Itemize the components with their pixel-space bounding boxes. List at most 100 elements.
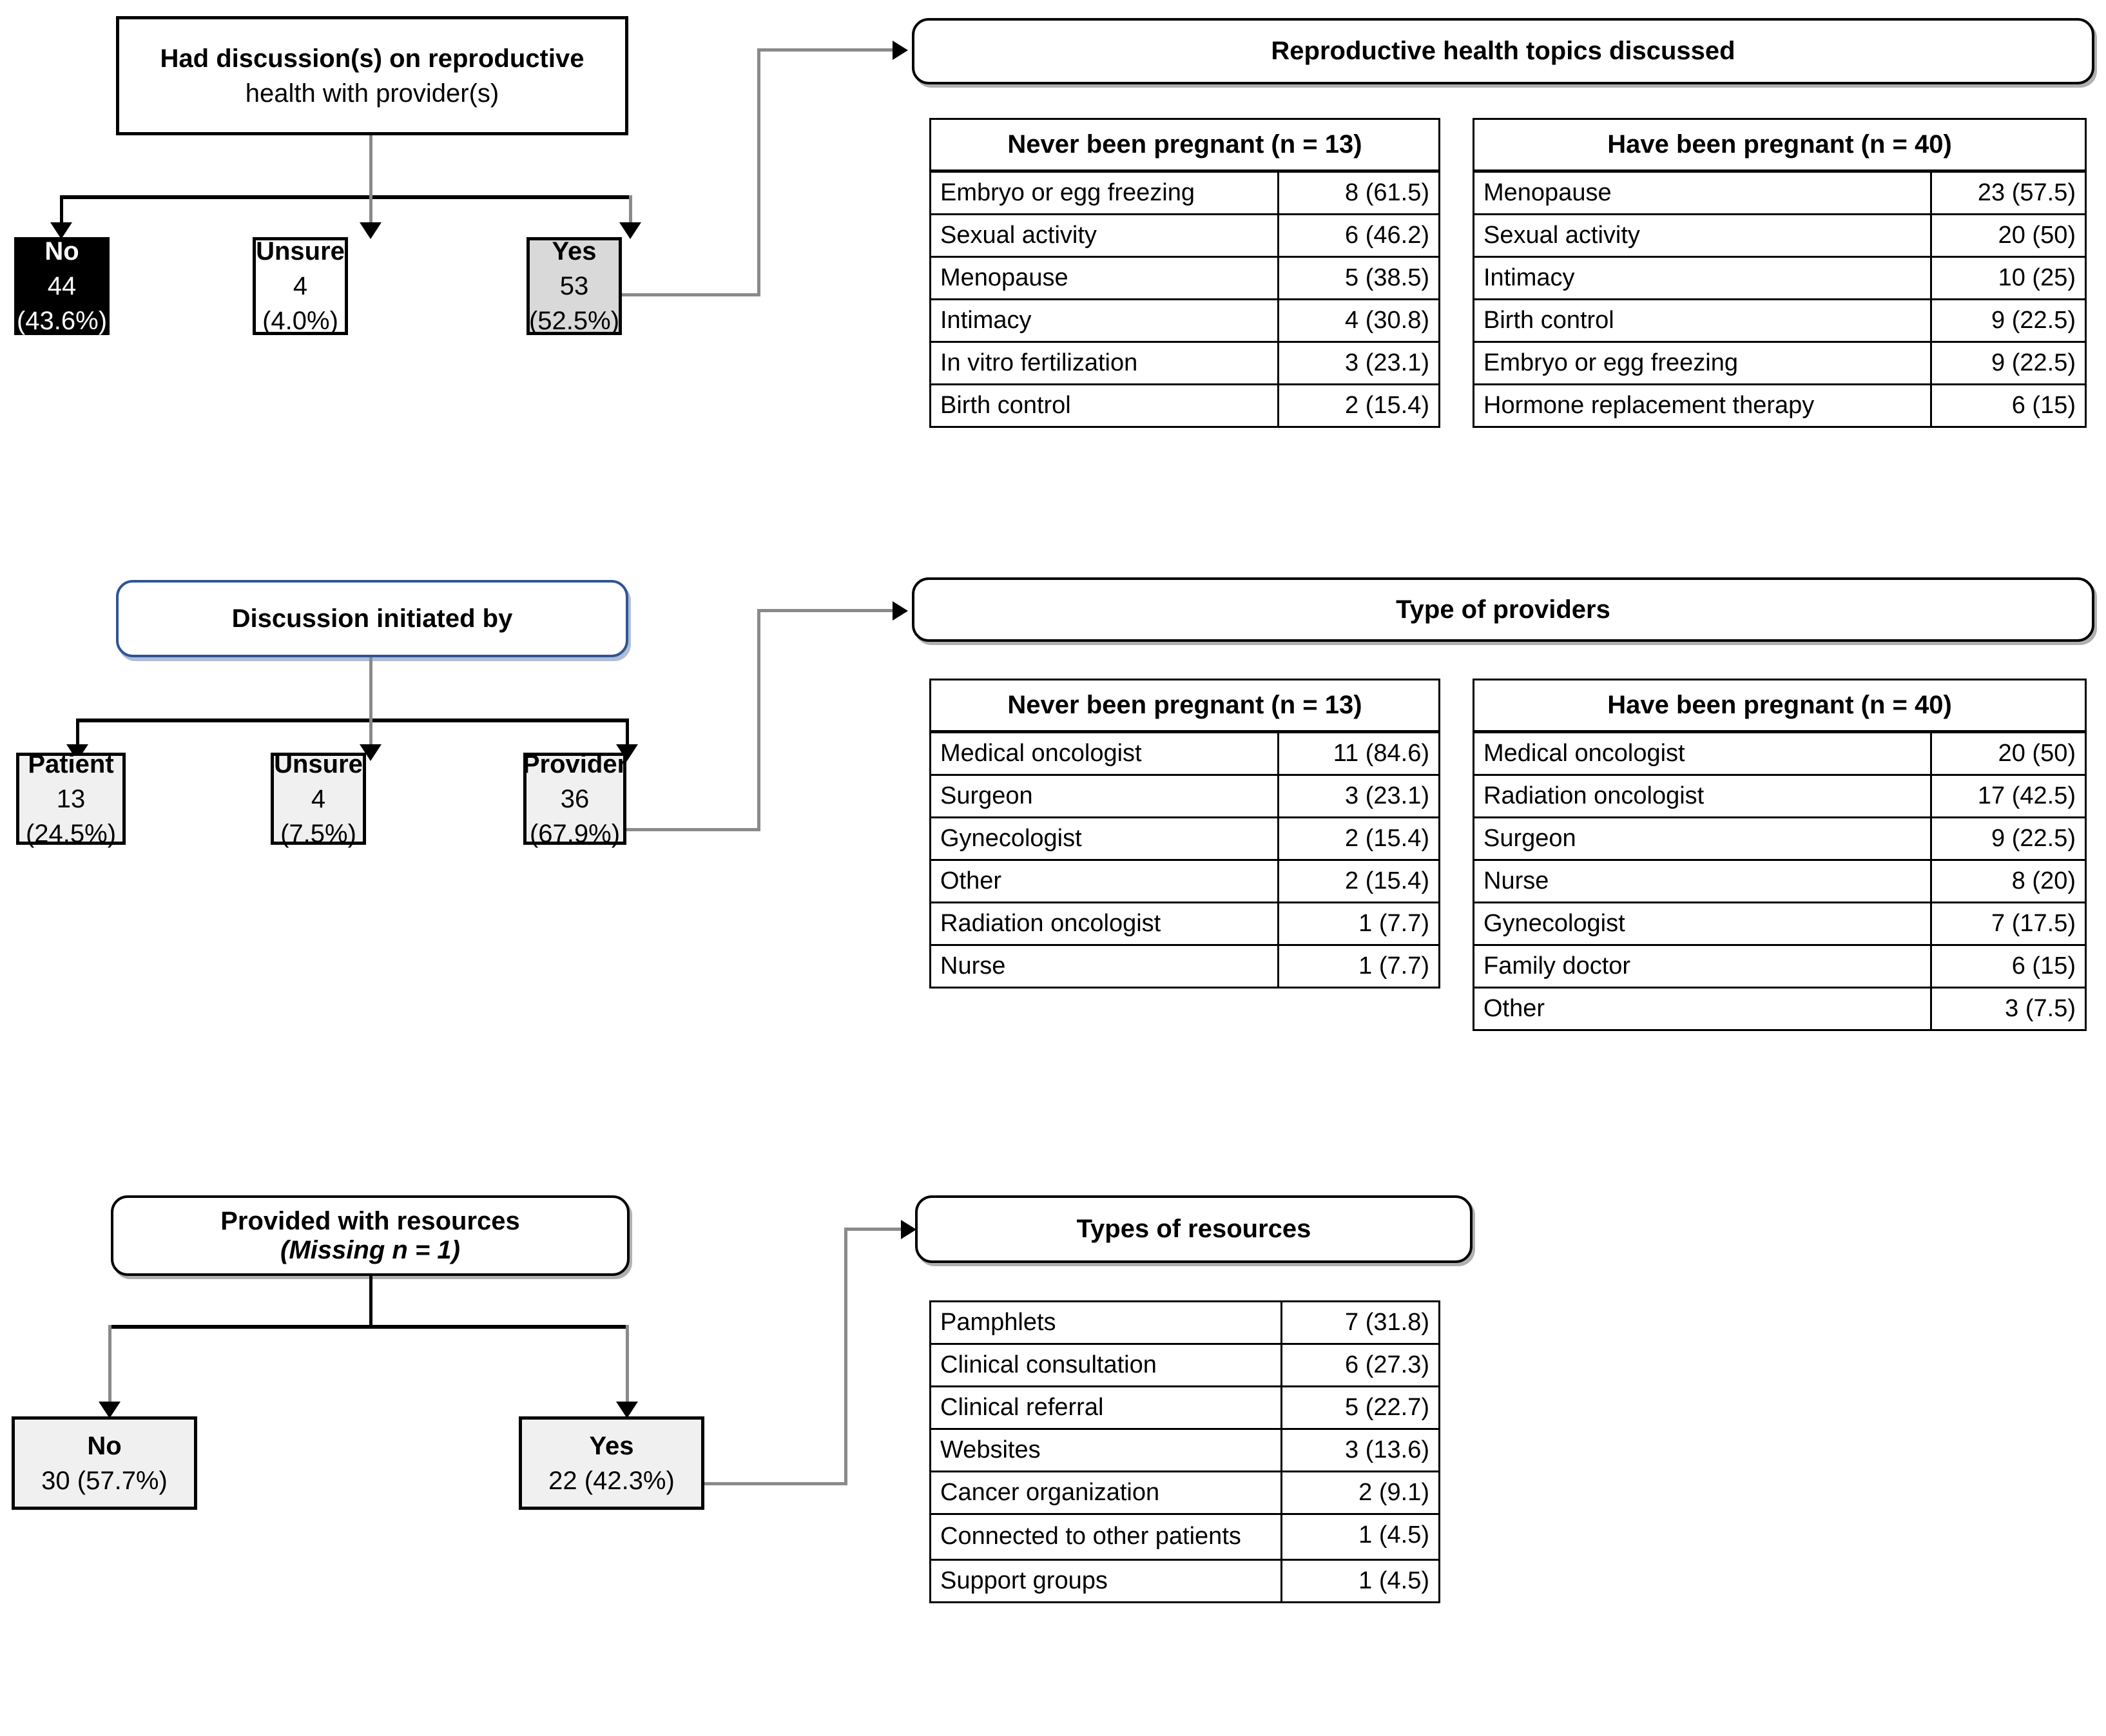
row-value: 2 (15.4) <box>1277 859 1440 903</box>
row-value: 6 (15) <box>1930 383 2087 428</box>
row-value: 2 (15.4) <box>1277 816 1440 861</box>
table-header: Never been pregnant (n = 13) <box>929 118 1440 173</box>
outcome-node-s1-unsure[interactable]: Unsure 4 (4.0%) <box>253 237 348 335</box>
row-label: Medical oncologist <box>1473 731 1932 776</box>
outcome-value: 53 (52.5%) <box>528 272 620 335</box>
row-value: 4 (30.8) <box>1277 298 1440 343</box>
table-header: Have been pregnant (n = 40) <box>1473 679 2087 733</box>
connector-drop-s3-yes <box>626 1325 629 1409</box>
root-node-line1: Provided with resources <box>220 1206 520 1235</box>
row-value: 1 (4.5) <box>1280 1513 1440 1561</box>
row-label: Gynecologist <box>929 816 1279 861</box>
row-label: Embryo or egg freezing <box>929 170 1279 215</box>
arrowhead-s2-banner <box>893 601 908 621</box>
row-value: 9 (22.5) <box>1930 298 2087 343</box>
row-value: 9 (22.5) <box>1930 341 2087 385</box>
row-value: 6 (15) <box>1930 944 2087 989</box>
outcome-node-s2-provider[interactable]: Provider 36 (67.9%) <box>523 750 627 848</box>
banner-label: Types of resources <box>1076 1215 1311 1243</box>
row-label: Medical oncologist <box>929 731 1279 776</box>
outcome-value: 44 (43.6%) <box>16 272 108 335</box>
row-value: 20 (50) <box>1930 213 2087 258</box>
row-label: Other <box>929 859 1279 903</box>
row-label: Cancer organization <box>929 1471 1282 1515</box>
row-value: 3 (13.6) <box>1280 1428 1440 1472</box>
row-label: Surgeon <box>1473 816 1932 861</box>
outcome-node-s2-unsure[interactable]: Unsure 4 (7.5%) <box>271 750 366 848</box>
table-s2-have-pregnant: Have been pregnant (n = 40) Medical onco… <box>1473 679 2087 1031</box>
row-label: Sexual activity <box>929 213 1279 258</box>
banner-reproductive-health-topics[interactable]: Reproductive health topics discussed <box>912 18 2094 84</box>
connector-drop-s1-unsure <box>369 195 372 231</box>
root-node-provided-with-resources[interactable]: Provided with resources (Missing n = 1) <box>111 1195 630 1276</box>
row-label: Gynecologist <box>1473 902 1932 946</box>
row-label: Support groups <box>929 1558 1282 1603</box>
connector-drop-s1-no <box>60 195 63 231</box>
row-label: Clinical consultation <box>929 1343 1282 1387</box>
outcome-node-s3-yes[interactable]: Yes 22 (42.3%) <box>519 1416 704 1510</box>
row-value: 3 (23.1) <box>1277 774 1440 818</box>
row-label: Radiation oncologist <box>1473 774 1932 818</box>
row-value: 6 (46.2) <box>1277 213 1440 258</box>
outcome-node-s1-yes[interactable]: Yes 53 (52.5%) <box>526 237 622 335</box>
outcome-label: Unsure <box>274 749 363 778</box>
outcome-label: No <box>87 1431 122 1460</box>
outcome-value: 22 (42.3%) <box>548 1466 675 1495</box>
root-node-reproductive-health-discussion[interactable]: Had discussion(s) on reproductive health… <box>116 16 628 135</box>
connector-bus-s1 <box>60 195 632 199</box>
row-label: Sexual activity <box>1473 213 1932 258</box>
row-label: Menopause <box>1473 170 1932 215</box>
row-label: Surgeon <box>929 774 1279 818</box>
row-label: Intimacy <box>929 298 1279 343</box>
arrowhead-s1-unsure <box>360 222 382 239</box>
root-node-discussion-initiated-by[interactable]: Discussion initiated by <box>116 580 628 657</box>
outcome-node-s3-no[interactable]: No 30 (57.7%) <box>12 1416 197 1510</box>
row-label: Other <box>1473 987 1932 1031</box>
row-value: 20 (50) <box>1930 731 2087 776</box>
outcome-value: 4 (4.0%) <box>262 272 338 335</box>
connector-drop-s2-patient <box>76 719 79 752</box>
row-label: Pamphlets <box>929 1300 1282 1345</box>
row-value: 23 (57.5) <box>1930 170 2087 215</box>
row-value: 3 (23.1) <box>1277 341 1440 385</box>
connector-elbow-h1-s2 <box>626 828 760 831</box>
row-label: Birth control <box>1473 298 1932 343</box>
row-label: Birth control <box>929 383 1279 428</box>
outcome-node-s2-patient[interactable]: Patient 13 (24.5%) <box>16 750 126 848</box>
root-node-line2: (Missing n = 1) <box>280 1235 460 1264</box>
row-value: 1 (7.7) <box>1277 902 1440 946</box>
row-value: 1 (4.5) <box>1280 1558 1440 1603</box>
connector-elbow-h1-s1 <box>622 293 760 296</box>
table-s2-never-pregnant: Never been pregnant (n = 13) Medical onc… <box>929 679 1440 989</box>
root-node-line1: Had discussion(s) on reproductive <box>160 44 584 73</box>
root-node-line2: health with provider(s) <box>245 79 499 108</box>
banner-types-of-resources[interactable]: Types of resources <box>915 1195 1473 1263</box>
connector-drop-s2-unsure <box>369 719 372 752</box>
outcome-value: 36 (67.9%) <box>529 784 621 848</box>
row-value: 17 (42.5) <box>1930 774 2087 818</box>
outcome-node-s1-no[interactable]: No 44 (43.6%) <box>14 237 110 335</box>
arrowhead-s3-banner <box>901 1220 916 1239</box>
banner-type-of-providers[interactable]: Type of providers <box>912 577 2094 642</box>
